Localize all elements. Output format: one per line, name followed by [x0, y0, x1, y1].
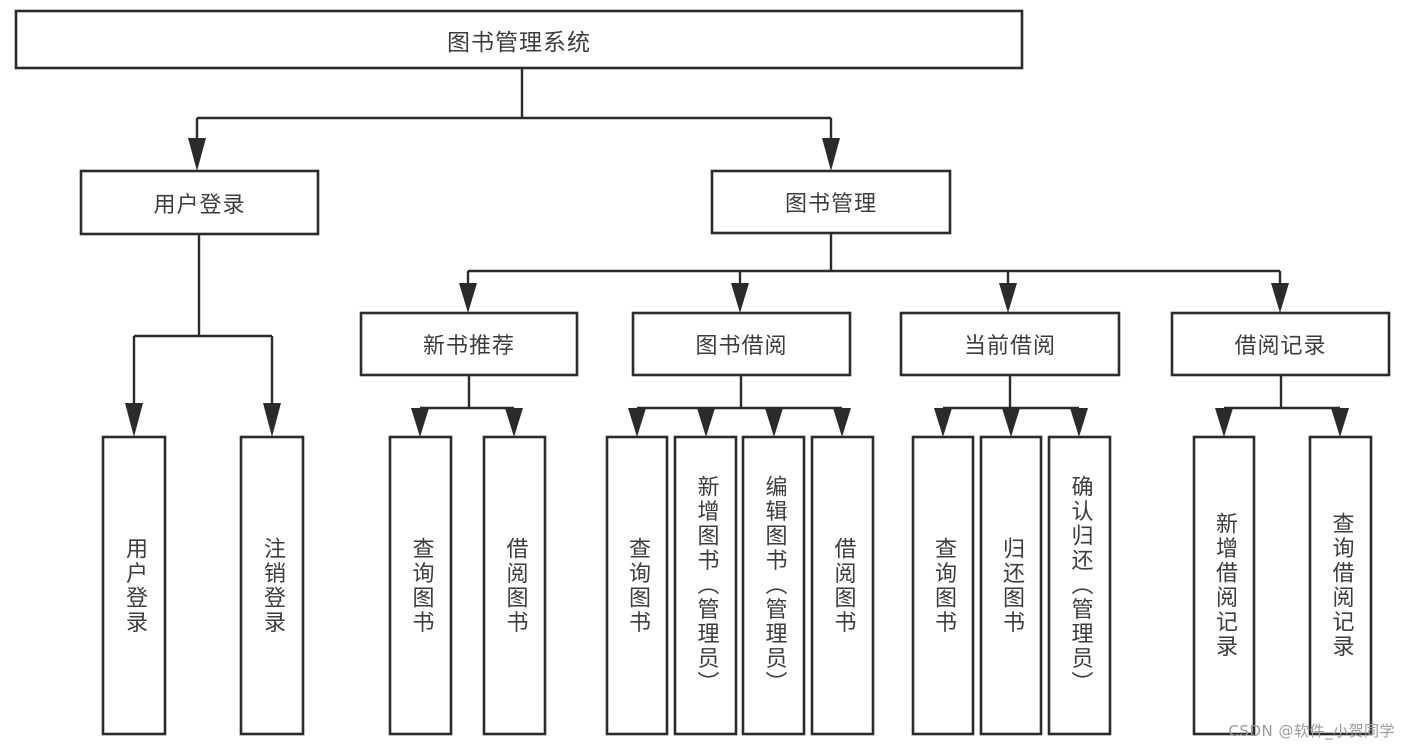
node-box-book-management[interactable] [710, 169, 952, 235]
node-box-bb-edit-book[interactable] [741, 435, 806, 736]
arrowhead-bb-borrow-book [833, 408, 851, 437]
csdn-watermark: CSDN @软件_小贺同学 [1228, 722, 1395, 740]
node-box-user-login[interactable] [79, 169, 320, 236]
node-box-current-borrow[interactable] [899, 311, 1121, 377]
node-box-cb-query-book[interactable] [911, 435, 975, 736]
node-box-cb-return-book[interactable] [979, 435, 1043, 736]
arrowhead-bb-edit-book [765, 408, 783, 437]
arrowhead-borrow-record [1271, 283, 1289, 313]
node-box-br-query-record[interactable] [1308, 435, 1373, 736]
arrowhead-nbr-query-book [411, 408, 429, 437]
node-box-user-login-leaf[interactable] [101, 435, 167, 736]
node-box-root[interactable] [14, 9, 1024, 70]
node-box-nbr-query-book[interactable] [388, 435, 453, 736]
arrowhead-book-borrow [731, 283, 749, 313]
node-box-bb-add-book[interactable] [673, 435, 738, 736]
arrowhead-book-management [822, 138, 840, 171]
node-box-book-borrow[interactable] [631, 311, 852, 377]
arrowhead-cb-return-book [1002, 408, 1020, 437]
arrowhead-bb-query-book [628, 408, 646, 437]
arrowhead-user-login-leaf [125, 403, 143, 437]
node-box-user-logout-leaf[interactable] [239, 435, 305, 736]
node-box-bb-borrow-book[interactable] [810, 435, 875, 736]
arrowhead-br-query-record [1331, 408, 1349, 437]
node-box-br-add-record[interactable] [1192, 435, 1256, 736]
node-box-bb-query-book[interactable] [605, 435, 669, 736]
arrowhead-bb-add-book [697, 408, 715, 437]
arrowhead-current-borrow [999, 283, 1017, 313]
arrowhead-user-login [188, 138, 206, 171]
arrowhead-cb-query-book [934, 408, 952, 437]
arrowhead-nbr-borrow-book [505, 408, 523, 437]
arrowhead-br-add-record [1215, 408, 1233, 437]
node-box-new-book-recommend[interactable] [359, 311, 579, 377]
arrowhead-cb-confirm-return [1070, 408, 1088, 437]
arrowhead-new-book-recommend [459, 283, 477, 313]
arrowhead-user-logout-leaf [263, 403, 281, 437]
node-box-borrow-record[interactable] [1170, 311, 1391, 377]
node-box-cb-confirm-return[interactable] [1047, 435, 1112, 736]
node-box-nbr-borrow-book[interactable] [482, 435, 547, 736]
